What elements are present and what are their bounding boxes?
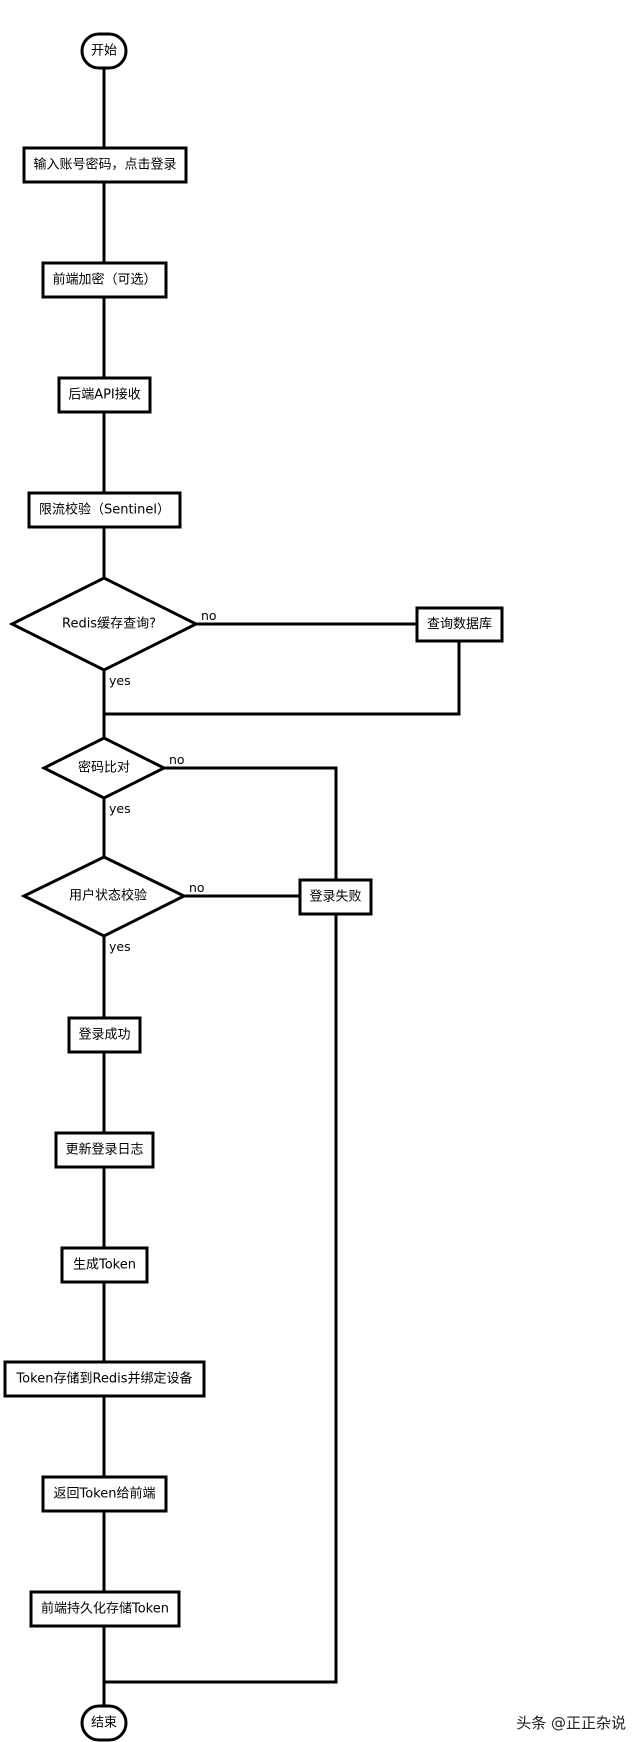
gen-token-label: 生成Token bbox=[73, 1258, 136, 1273]
encrypt-node: 前端加密（可选） bbox=[41, 261, 168, 299]
pwd-compare-decision: 密码比对 bbox=[40, 736, 168, 800]
start-node: 开始 bbox=[80, 32, 128, 70]
db-query-node: 查询数据库 bbox=[415, 606, 504, 643]
success-label: 登录成功 bbox=[78, 1028, 130, 1043]
store-token-label: Token存储到Redis并绑定设备 bbox=[15, 1371, 192, 1387]
pwd-no-label: no bbox=[169, 752, 185, 767]
db-query-label: 查询数据库 bbox=[427, 616, 492, 632]
status-check-label: 用户状态校验 bbox=[69, 888, 147, 904]
persist-node: 前端持久化存储Token bbox=[29, 1590, 181, 1628]
ratelimit-node: 限流校验（Sentinel） bbox=[27, 491, 182, 529]
update-log-node: 更新登录日志 bbox=[54, 1131, 155, 1169]
redis-query-label: Redis缓存查询? bbox=[62, 617, 156, 632]
update-log-label: 更新登录日志 bbox=[65, 1142, 143, 1158]
start-label: 开始 bbox=[91, 44, 117, 59]
api-label: 后端API接收 bbox=[68, 387, 141, 403]
api-node: 后端API接收 bbox=[57, 376, 152, 414]
connectors bbox=[102, 68, 461, 1706]
status-no-label: no bbox=[189, 880, 205, 895]
ratelimit-label: 限流校验（Sentinel） bbox=[39, 502, 170, 518]
edge-pwd-no-fail bbox=[164, 766, 338, 880]
edge-labels: no yes no yes no yes bbox=[109, 608, 217, 954]
end-label: 结束 bbox=[91, 1716, 117, 1731]
success-node: 登录成功 bbox=[67, 1016, 142, 1054]
redis-query-decision: Redis缓存查询? bbox=[8, 576, 200, 672]
pwd-yes-label: yes bbox=[109, 801, 131, 816]
fail-node: 登录失败 bbox=[298, 878, 373, 916]
edge-fail-end bbox=[104, 914, 338, 1684]
status-yes-label: yes bbox=[109, 939, 131, 954]
input-node: 输入账号密码，点击登录 bbox=[22, 146, 188, 184]
encrypt-label: 前端加密（可选） bbox=[52, 272, 156, 288]
pwd-compare-label: 密码比对 bbox=[78, 760, 130, 776]
return-token-node: 返回Token给前端 bbox=[41, 1475, 168, 1513]
return-token-label: 返回Token给前端 bbox=[54, 1486, 156, 1502]
persist-label: 前端持久化存储Token bbox=[41, 1601, 169, 1617]
status-check-decision: 用户状态校验 bbox=[20, 855, 188, 938]
input-label: 输入账号密码，点击登录 bbox=[33, 157, 176, 173]
watermark: 头条 @正正杂说 bbox=[516, 1714, 626, 1732]
end-node: 结束 bbox=[80, 1704, 128, 1742]
store-token-node: Token存储到Redis并绑定设备 bbox=[3, 1360, 206, 1398]
gen-token-node: 生成Token bbox=[60, 1246, 149, 1284]
redis-no-label: no bbox=[201, 608, 217, 623]
fail-label: 登录失败 bbox=[309, 890, 361, 905]
redis-yes-label: yes bbox=[109, 673, 131, 688]
edge-db-merge bbox=[104, 640, 461, 716]
